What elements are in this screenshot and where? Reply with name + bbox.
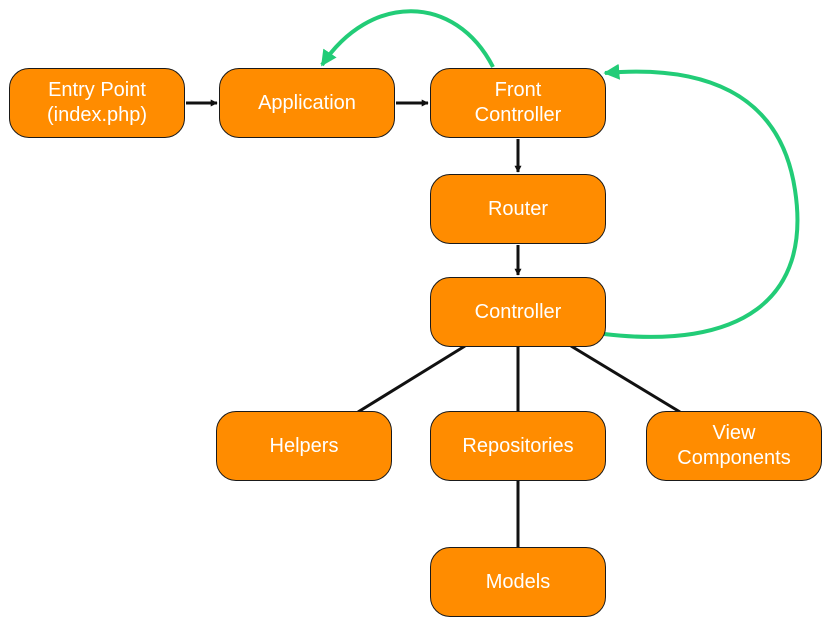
edge-front-controller-to-application [320,9,495,68]
node-view-components[interactable]: View Components [646,411,822,481]
node-controller[interactable]: Controller [430,277,606,347]
edge-controller-to-view-components [570,344,681,414]
node-router[interactable]: Router [430,174,606,244]
node-application[interactable]: Application [219,68,395,138]
edge-controller-to-helpers [357,344,466,414]
node-entry-point[interactable]: Entry Point (index.php) [9,68,185,138]
node-helpers[interactable]: Helpers [216,411,392,481]
edge-controller-to-front-controller [603,63,800,339]
node-repositories[interactable]: Repositories [430,411,606,481]
node-models[interactable]: Models [430,547,606,617]
node-front-controller[interactable]: Front Controller [430,68,606,138]
